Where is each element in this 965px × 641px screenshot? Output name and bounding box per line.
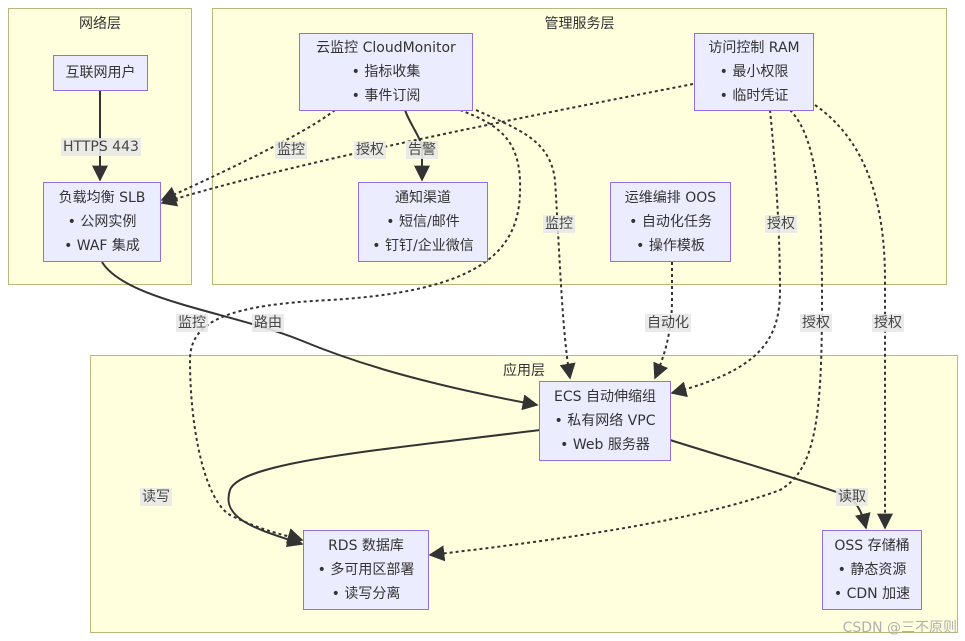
edge-label-auth-rds: 授权 (800, 314, 832, 332)
node-cloudmonitor-item: • 指标收集 (351, 64, 421, 80)
watermark: CSDN @三不原则 (842, 620, 957, 636)
edge-ecs-rds (227, 429, 541, 548)
edge-label-https: HTTPS 443 (61, 138, 141, 156)
node-ram-item: • 临时凭证 (719, 88, 789, 104)
node-oss-title: OSS 存储桶 (834, 538, 910, 554)
node-notify-item: • 短信/邮件 (386, 214, 460, 230)
edge-label-readwrite: 读写 (140, 488, 172, 506)
node-oss[interactable]: OSS 存储桶 • 静态资源 • CDN 加速 (822, 530, 922, 610)
node-oos-title: 运维编排 OOS (624, 190, 717, 206)
edge-ecs-oss (669, 439, 871, 530)
node-internet-users-title: 互联网用户 (65, 65, 136, 81)
node-oos-item: • 自动化任务 (629, 214, 712, 230)
node-cloudmonitor-title: 云监控 CloudMonitor (316, 40, 456, 56)
edge-label-read: 读取 (836, 488, 868, 506)
edge-label-monitor-slb: 监控 (275, 141, 307, 159)
node-rds[interactable]: RDS 数据库 • 多可用区部署 • 读写分离 (303, 530, 429, 610)
cluster-network-title: 网络层 (79, 16, 121, 32)
node-ecs-item: • 私有网络 VPC (554, 413, 656, 429)
node-rds-item: • 多可用区部署 (317, 562, 415, 578)
edge-cloudmonitor-rds (188, 109, 522, 544)
node-ram-item: • 最小权限 (719, 64, 789, 80)
edge-label-auth-ecs: 授权 (765, 215, 797, 233)
edge-label-route: 路由 (252, 314, 284, 332)
edge-ram-oss (814, 104, 893, 530)
node-rds-title: RDS 数据库 (328, 538, 404, 554)
node-rds-item: • 读写分离 (331, 586, 401, 602)
node-oss-item: • CDN 加速 (833, 586, 911, 602)
edge-cloudmonitor-slb (160, 109, 336, 202)
edge-label-alert: 告警 (406, 141, 438, 159)
node-internet-users[interactable]: 互联网用户 (53, 55, 148, 91)
node-slb-item: • 公网实例 (67, 214, 137, 230)
cluster-management-title: 管理服务层 (544, 16, 615, 32)
node-ecs[interactable]: ECS 自动伸缩组 • 私有网络 VPC • Web 服务器 (539, 381, 671, 461)
edge-ram-rds (428, 109, 824, 562)
edge-oos-ecs (653, 262, 673, 380)
edge-cloudmonitor-ecs (475, 109, 576, 380)
node-ecs-title: ECS 自动伸缩组 (554, 389, 656, 405)
node-notify[interactable]: 通知渠道 • 短信/邮件 • 钉钉/企业微信 (358, 182, 488, 262)
node-oos-item: • 操作模板 (636, 238, 705, 254)
edge-slb-ecs (101, 261, 539, 411)
node-cloudmonitor-item: • 事件订阅 (351, 88, 421, 104)
edge-label-monitor-rds: 监控 (176, 314, 208, 332)
node-slb[interactable]: 负载均衡 SLB • 公网实例 • WAF 集成 (43, 182, 161, 262)
edge-ram-ecs (670, 109, 782, 398)
node-oss-item: • 静态资源 (837, 562, 907, 578)
node-cloudmonitor[interactable]: 云监控 CloudMonitor • 指标收集 • 事件订阅 (299, 33, 473, 111)
node-oos[interactable]: 运维编排 OOS • 自动化任务 • 操作模板 (610, 182, 731, 262)
edge-label-monitor-ecs: 监控 (543, 215, 575, 233)
node-ecs-item: • Web 服务器 (560, 437, 650, 453)
edge-label-auth-oss: 授权 (872, 314, 904, 332)
node-slb-title: 负载均衡 SLB (58, 190, 146, 206)
edge-label-automate: 自动化 (645, 314, 691, 332)
edge-label-auth-slb: 授权 (354, 141, 386, 159)
node-ram-title: 访问控制 RAM (708, 40, 800, 56)
node-ram[interactable]: 访问控制 RAM • 最小权限 • 临时凭证 (694, 33, 814, 111)
node-notify-title: 通知渠道 (395, 190, 451, 206)
node-slb-item: • WAF 集成 (64, 238, 140, 254)
cluster-application-title: 应用层 (503, 363, 545, 379)
node-notify-item: • 钉钉/企业微信 (372, 238, 474, 254)
